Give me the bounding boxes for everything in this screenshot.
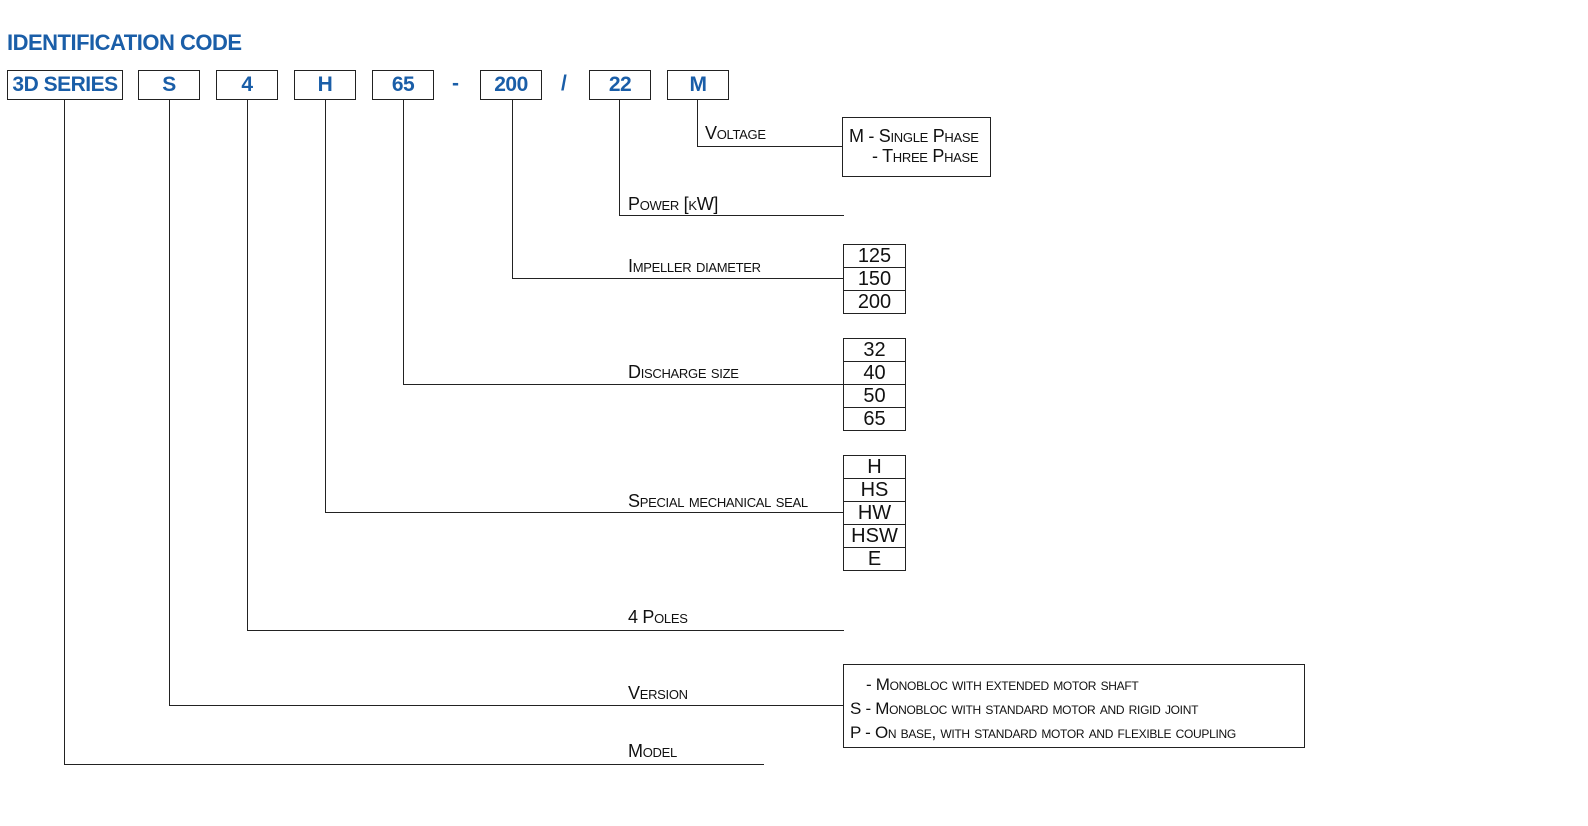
- discharge-option: 50: [843, 384, 906, 408]
- impeller-option: 125: [843, 244, 906, 268]
- connector-discharge-horizontal: [403, 384, 843, 385]
- voltage-options-box: M - Single Phase - Three Phase: [842, 117, 991, 177]
- voltage-option: - Three Phase: [872, 146, 979, 166]
- label-poles: 4 Poles: [628, 607, 688, 627]
- code-box-discharge: 65: [372, 70, 434, 100]
- connector-voltage-horizontal: [697, 146, 843, 147]
- code-box-poles: 4: [216, 70, 278, 100]
- impeller-option: 200: [843, 290, 906, 314]
- label-power: Power [kW]: [628, 194, 719, 214]
- label-model: Model: [628, 741, 677, 761]
- seal-option: HSW: [843, 524, 906, 548]
- seal-option: E: [843, 547, 906, 571]
- connector-seal-vertical: [325, 100, 326, 512]
- code-box-series: 3D SERIES: [7, 70, 123, 100]
- connector-discharge-vertical: [403, 100, 404, 384]
- connector-poles-horizontal: [247, 630, 844, 631]
- connector-model-horizontal: [64, 764, 764, 765]
- label-discharge: Discharge size: [628, 362, 739, 382]
- seal-option: HS: [843, 478, 906, 502]
- voltage-option: M - Single Phase: [849, 126, 979, 146]
- code-separator-dash: -: [452, 72, 459, 95]
- discharge-options: 32 40 50 65: [843, 338, 906, 431]
- connector-impeller-horizontal: [512, 278, 843, 279]
- label-version: Version: [628, 683, 688, 703]
- page-title: IDENTIFICATION CODE: [7, 30, 242, 55]
- label-impeller: Impeller diameter: [628, 256, 761, 276]
- seal-options: H HS HW HSW E: [843, 455, 906, 571]
- connector-model-vertical: [64, 100, 65, 764]
- seal-option: H: [843, 455, 906, 479]
- connector-version-vertical: [169, 100, 170, 705]
- code-box-seal: H: [294, 70, 356, 100]
- seal-option: HW: [843, 501, 906, 525]
- label-voltage: Voltage: [705, 123, 766, 143]
- connector-impeller-vertical: [512, 100, 513, 278]
- discharge-option: 65: [843, 407, 906, 431]
- impeller-option: 150: [843, 267, 906, 291]
- connector-power-vertical: [619, 100, 620, 215]
- impeller-options: 125 150 200: [843, 244, 906, 314]
- discharge-option: 32: [843, 338, 906, 362]
- version-option: - Monobloc with extended motor shaft: [866, 675, 1139, 694]
- code-box-impeller: 200: [480, 70, 542, 100]
- version-option: P - On base, with standard motor and fle…: [850, 723, 1236, 742]
- code-box-version: S: [138, 70, 200, 100]
- code-box-power: 22: [589, 70, 651, 100]
- code-separator-slash: /: [561, 72, 567, 95]
- connector-version-horizontal: [169, 705, 843, 706]
- connector-voltage-vertical: [697, 100, 698, 146]
- connector-seal-horizontal: [325, 512, 843, 513]
- connector-power-horizontal: [619, 215, 844, 216]
- discharge-option: 40: [843, 361, 906, 385]
- version-options-box: - Monobloc with extended motor shaft S -…: [843, 664, 1305, 748]
- label-seal: Special mechanical seal: [628, 491, 808, 511]
- connector-poles-vertical: [247, 100, 248, 630]
- code-box-voltage: M: [667, 70, 729, 100]
- version-option: S - Monobloc with standard motor and rig…: [850, 699, 1199, 718]
